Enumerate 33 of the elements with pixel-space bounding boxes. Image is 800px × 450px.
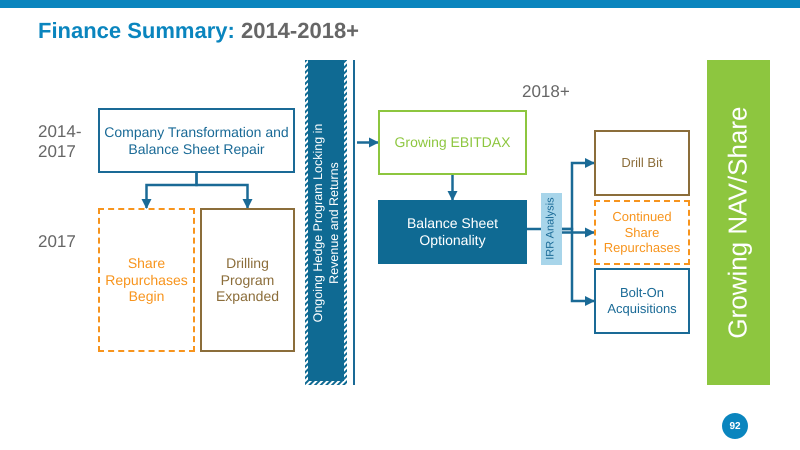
analysis-band bbox=[541, 193, 562, 265]
box-text: Continued Share Repurchases bbox=[602, 209, 682, 256]
result-band bbox=[707, 60, 770, 385]
arrow bbox=[195, 173, 252, 209]
process-box bbox=[594, 130, 690, 196]
process-box bbox=[594, 268, 690, 334]
dashed-box bbox=[98, 208, 195, 352]
box-text: Share Repurchases Begin bbox=[104, 254, 189, 306]
process-box bbox=[378, 110, 527, 175]
vertical-text: IRR Analysis bbox=[544, 198, 558, 260]
box-text: Balance Sheet Optionality bbox=[406, 215, 500, 249]
arrow bbox=[562, 228, 595, 306]
box-text: Bolt-On Acquisitions bbox=[606, 285, 678, 317]
arrow bbox=[562, 228, 595, 238]
vertical-text: Ongoing Hedge Program Locking in Revenue and Returns bbox=[310, 122, 342, 324]
period-label: 2018+ bbox=[522, 82, 570, 102]
process-box bbox=[200, 208, 295, 352]
page-number: 92 bbox=[722, 413, 748, 439]
process-box bbox=[98, 108, 295, 173]
period-label: 2017 bbox=[38, 232, 76, 252]
box-text: Drilling Program Expanded bbox=[214, 254, 280, 306]
filled-box bbox=[378, 200, 527, 264]
period-label: 2014- 2017 bbox=[38, 122, 82, 162]
box-text: Drill Bit bbox=[621, 155, 663, 171]
title: Finance Summary: bbox=[38, 18, 235, 43]
box-text: Company Transformation and Balance Sheet Repair bbox=[103, 124, 290, 158]
arrow bbox=[448, 175, 458, 201]
box-text: Growing EBITDAX bbox=[394, 134, 510, 151]
title-years: 2014-2018+ bbox=[240, 18, 360, 43]
vertical-text: Growing NAV/Share bbox=[722, 106, 754, 339]
hedge-band bbox=[305, 60, 357, 385]
dashed-box bbox=[594, 200, 690, 265]
arrow bbox=[357, 138, 379, 148]
